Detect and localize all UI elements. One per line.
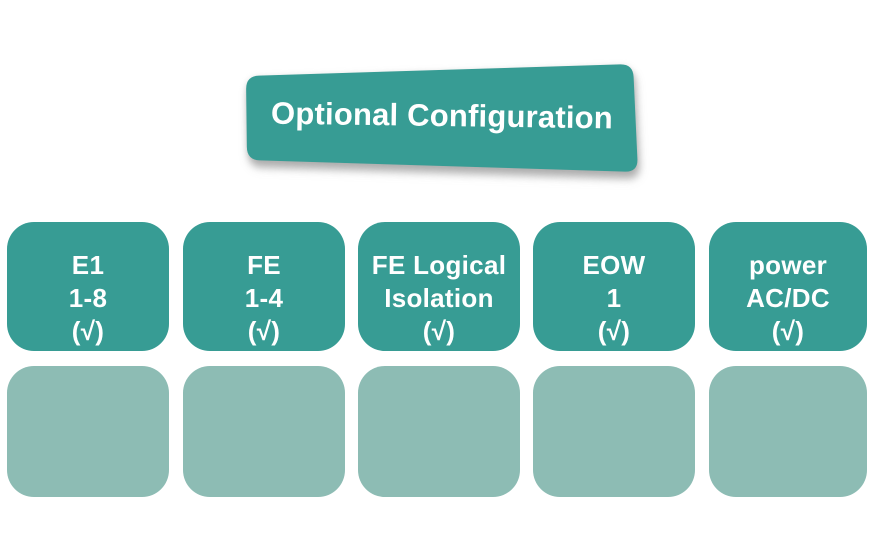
- option-line: 1: [606, 283, 622, 313]
- placeholder-box-fe: [183, 366, 345, 497]
- placeholder-box-eow: [533, 366, 695, 497]
- option-box-eow: EOW 1 (√): [533, 222, 695, 351]
- option-check-label: (√): [71, 316, 105, 346]
- placeholder-box-fe-logical-isolation: [358, 366, 520, 497]
- placeholder-box-power: [709, 366, 867, 497]
- banner-shape: [246, 64, 638, 172]
- option-line: power: [748, 250, 828, 280]
- option-line: EOW: [582, 250, 646, 280]
- banner-title: Optional Configuration: [270, 95, 614, 136]
- option-line: FE: [247, 250, 281, 280]
- option-box-fe: FE 1-4 (√): [183, 222, 345, 351]
- option-check-label: (√): [597, 316, 631, 346]
- option-line: 1-8: [68, 283, 108, 313]
- option-line: E1: [71, 250, 105, 280]
- option-line: FE Logical: [371, 250, 507, 280]
- option-box-e1: E1 1-8 (√): [7, 222, 169, 351]
- option-check-label: (√): [247, 316, 281, 346]
- option-box-power: power AC/DC (√): [709, 222, 867, 351]
- placeholder-box-e1: [7, 366, 169, 497]
- option-box-fe-logical-isolation: FE Logical Isolation (√): [358, 222, 520, 351]
- option-line: AC/DC: [746, 283, 830, 313]
- option-line: 1-4: [244, 283, 284, 313]
- option-line: Isolation: [384, 283, 494, 313]
- option-check-label: (√): [422, 316, 456, 346]
- option-check-label: (√): [771, 316, 805, 346]
